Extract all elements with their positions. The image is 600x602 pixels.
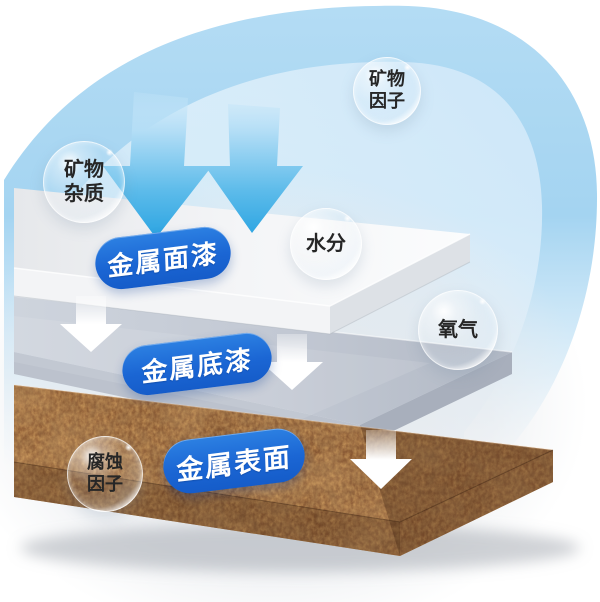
- bubble-text: 因子: [87, 474, 123, 494]
- seep-arrow-3: [350, 430, 412, 489]
- bubble-text: 矿物: [64, 158, 104, 181]
- primer-label: 金属底漆: [140, 343, 254, 388]
- seep-arrow-1: [60, 296, 122, 352]
- blue-fallout-arrow-right: [205, 104, 303, 233]
- bubble-mineral-factor: 矿物 因子: [353, 57, 421, 125]
- topcoat-label: 金属面漆: [106, 237, 220, 282]
- seep-arrow-2: [261, 334, 323, 390]
- bubble-corrosion-factor: 腐蚀 因子: [67, 436, 143, 512]
- bubble-moisture: 水分: [290, 208, 362, 280]
- bubble-text: 腐蚀: [87, 452, 123, 473]
- bubble-text: 氧气: [438, 318, 478, 341]
- bubble-text: 矿物: [369, 69, 405, 90]
- blue-fallout-arrow-left: [103, 92, 212, 238]
- bubble-text: 因子: [369, 91, 405, 111]
- bubble-text: 水分: [306, 232, 346, 255]
- metal-surface-label: 金属表面: [175, 441, 293, 486]
- bubble-text: 杂质: [64, 183, 104, 205]
- bubble-mineral-impurity: 矿物 杂质: [43, 141, 125, 223]
- bubble-oxygen: 氧气: [418, 290, 498, 370]
